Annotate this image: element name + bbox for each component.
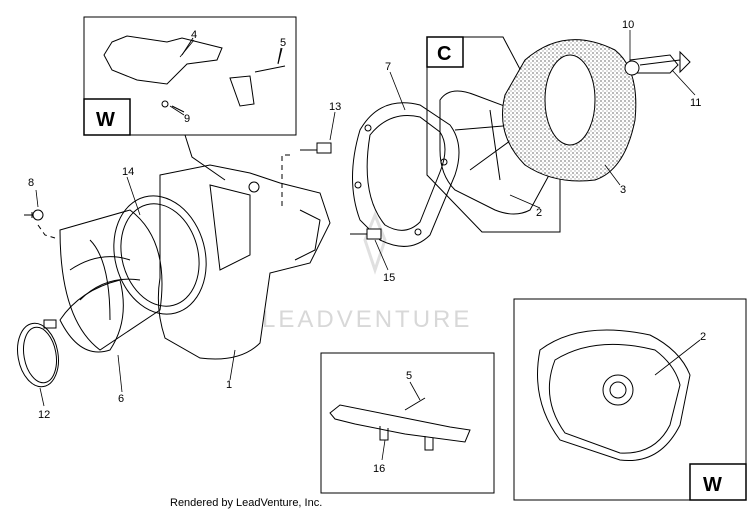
callout-14: 14 [122, 166, 134, 178]
duct-part-6 [59, 195, 207, 353]
watermark-text: LEADVENTURE [262, 306, 472, 333]
inset-label-w-top: W [96, 109, 115, 131]
callout-12: 12 [38, 409, 50, 421]
cover-part-7 [352, 102, 460, 247]
main-housing-part-1 [157, 164, 331, 360]
callout-9: 9 [184, 113, 190, 125]
leader-lines [35, 30, 701, 461]
callout-16: 16 [373, 463, 385, 475]
clamp-part-12 [17, 319, 59, 388]
callout-4: 4 [191, 29, 197, 41]
inset-label-c: C [437, 43, 451, 65]
callout-3: 3 [620, 184, 626, 196]
callout-8: 8 [28, 177, 34, 189]
callout-2-bottom: 2 [700, 331, 706, 343]
callout-6: 6 [118, 393, 124, 405]
callout-10: 10 [622, 19, 634, 31]
callout-2-top: 2 [536, 207, 542, 219]
inset-w-bottom [513, 298, 747, 501]
dashed-guides [37, 154, 290, 239]
watermark: LEADVENTURE [262, 210, 472, 333]
callout-15: 15 [383, 272, 395, 284]
callout-1: 1 [226, 379, 232, 391]
inset-label-w-bottom: W [703, 474, 722, 496]
fasteners [24, 50, 691, 240]
callout-labels: 1 2 2 3 4 5 5 6 7 8 9 10 11 12 13 14 15 … [28, 19, 706, 475]
callout-13: 13 [329, 101, 341, 113]
callout-11: 11 [690, 97, 701, 109]
callout-5-top: 5 [280, 37, 286, 49]
callout-5-bottom: 5 [406, 370, 412, 382]
inset-part-16 [320, 352, 495, 494]
housing-part-3 [502, 39, 679, 182]
inset-w-top [83, 16, 297, 181]
callout-7: 7 [385, 61, 391, 73]
footer-credit: Rendered by LeadVenture, Inc. [170, 497, 323, 509]
